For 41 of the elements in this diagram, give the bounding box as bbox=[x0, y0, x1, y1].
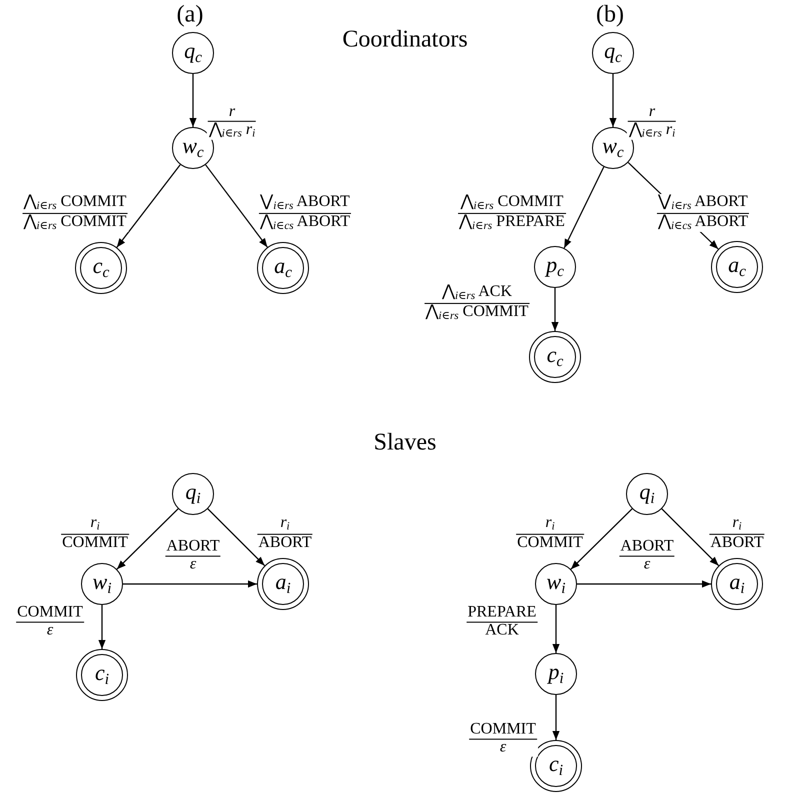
transition-label: ⋀$_{i∈rs}$ COMMIT ⋀$_{i∈rs}$ PREPARE bbox=[457, 194, 567, 232]
transition-arrow bbox=[116, 164, 181, 248]
state-circle: w$_{i}$ bbox=[535, 563, 577, 605]
accepting-state-circle: a$_{i}$ bbox=[257, 558, 309, 610]
panel-label: (b) bbox=[596, 2, 624, 28]
state-circle: q$_{i}$ bbox=[626, 473, 668, 515]
transition-arrow bbox=[564, 166, 604, 248]
transition-arrow bbox=[570, 508, 633, 570]
accepting-state-circle: c$_{i}$ bbox=[530, 740, 582, 792]
transition-arrow bbox=[551, 288, 559, 331]
section-heading: Coordinators bbox=[342, 26, 468, 54]
transition-label: ⋁$_{i∈rs}$ ABORT ⋀$_{i∈cs}$ ABORT bbox=[656, 194, 750, 232]
accepting-state-circle: c$_{i}$ bbox=[76, 649, 128, 701]
transition-arrow bbox=[205, 164, 268, 248]
panel-label: (a) bbox=[176, 2, 204, 28]
accepting-state-circle: c$_{c}$ bbox=[75, 242, 127, 294]
transition-arrow bbox=[98, 605, 106, 649]
section-heading: Slaves bbox=[374, 430, 436, 456]
transition-label: ⋀$_{i∈rs}$ COMMIT ⋀$_{i∈rs}$ COMMIT bbox=[22, 194, 128, 232]
accepting-state-circle: a$_{i}$ bbox=[711, 558, 763, 610]
transition-arrow bbox=[116, 508, 179, 570]
state-circle: q$_{c}$ bbox=[592, 32, 634, 74]
state-circle: w$_{i}$ bbox=[81, 563, 123, 605]
transition-arrow bbox=[207, 508, 266, 566]
transition-arrow bbox=[189, 74, 197, 127]
accepting-state-circle: c$_{c}$ bbox=[529, 331, 581, 383]
accepting-state-circle: a$_{c}$ bbox=[711, 241, 763, 293]
state-circle: p$_{c}$ bbox=[534, 246, 576, 288]
transition-label: ⋀$_{i∈rs}$ ACK ⋀$_{i∈rs}$ COMMIT bbox=[424, 284, 530, 322]
transition-arrow bbox=[552, 695, 560, 740]
transition-arrow bbox=[123, 580, 257, 588]
state-circle: q$_{c}$ bbox=[172, 32, 214, 74]
transition-arrow bbox=[577, 580, 711, 588]
transition-arrow bbox=[609, 74, 617, 127]
transition-arrow bbox=[552, 605, 560, 653]
transition-label: ⋁$_{i∈rs}$ ABORT ⋀$_{i∈cs}$ ABORT bbox=[258, 194, 352, 232]
transition-label: COMMIT ε bbox=[468, 722, 538, 756]
state-circle: p$_{i}$ bbox=[535, 653, 577, 695]
state-circle: q$_{i}$ bbox=[172, 473, 214, 515]
transition-arrow bbox=[661, 508, 720, 566]
accepting-state-circle: a$_{c}$ bbox=[257, 242, 309, 294]
